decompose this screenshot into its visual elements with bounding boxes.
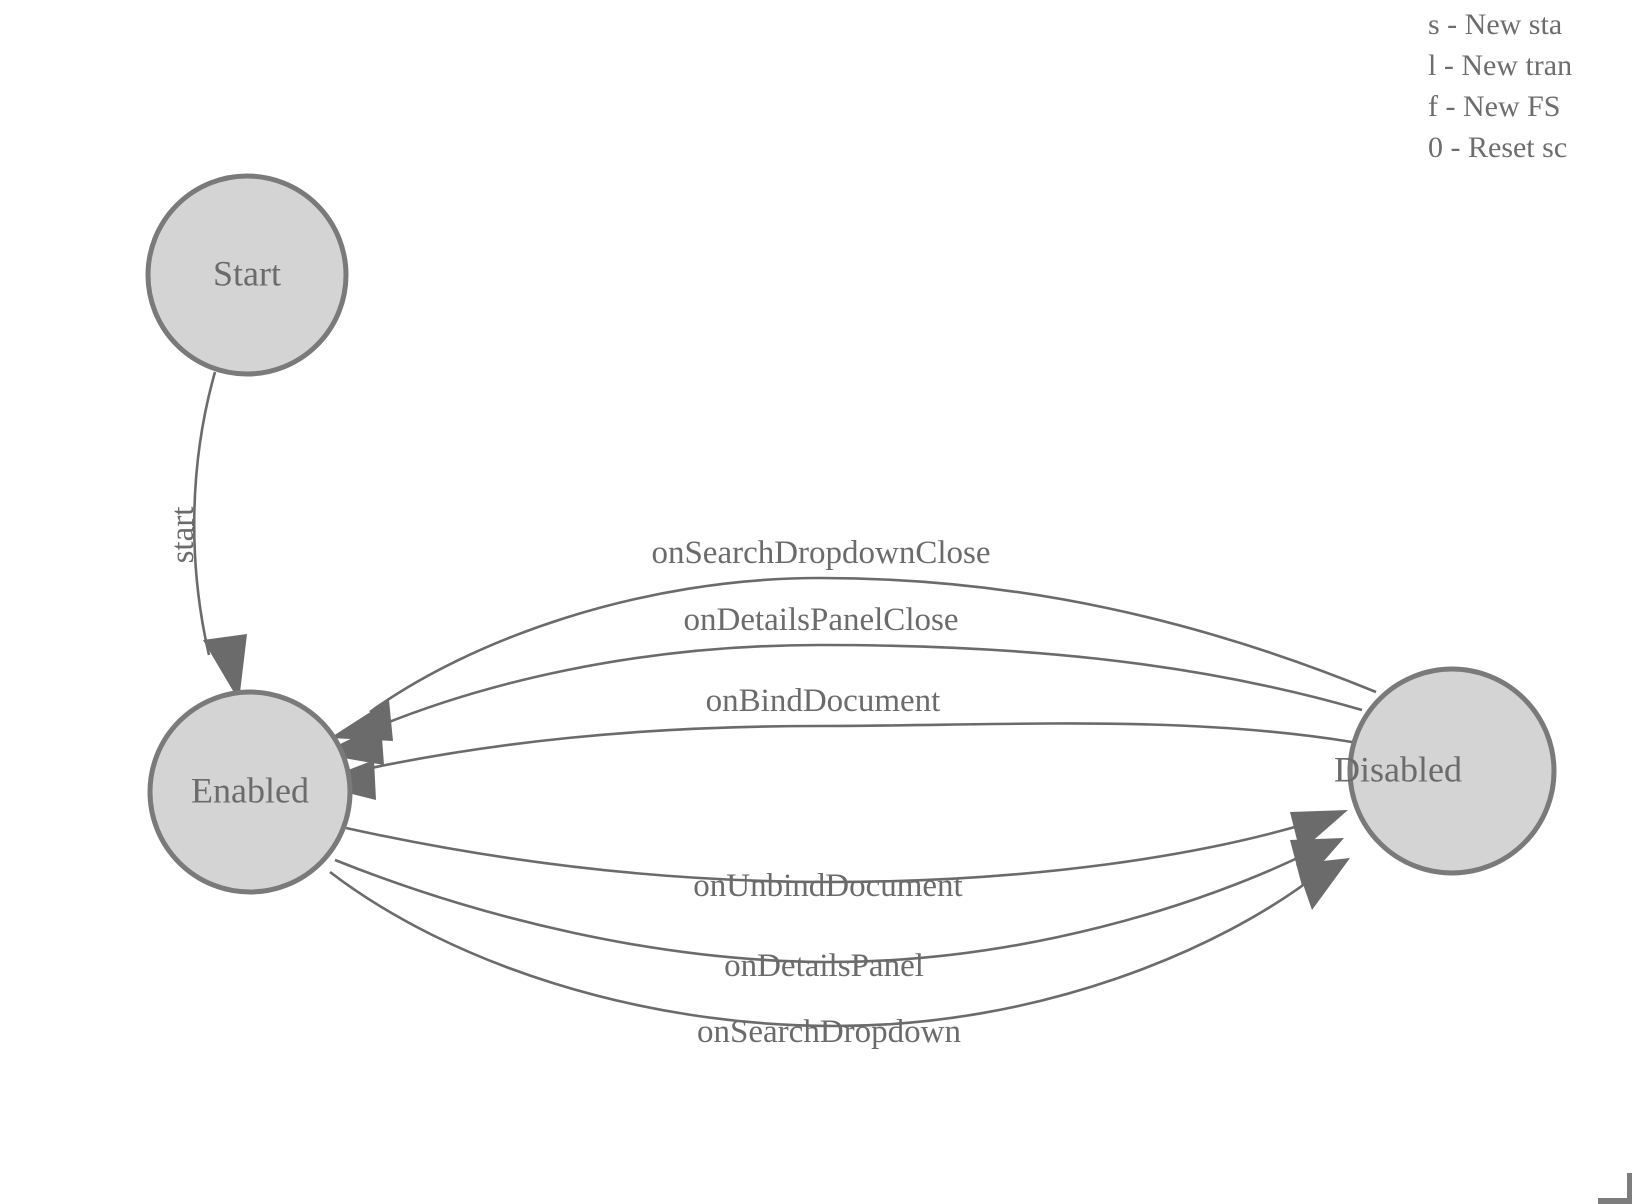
node-disabled-circle [1347, 666, 1557, 876]
help-line-reset: 0 - Reset sc [1428, 131, 1568, 164]
edge-onbinddocument[interactable]: onBindDocument [312, 683, 1353, 800]
edge-label-onbinddocument: onBindDocument [706, 683, 941, 719]
edge-ondetailspanelclose[interactable]: onDetailsPanelClose [320, 602, 1363, 765]
node-disabled-label: Disabled [1334, 749, 1462, 789]
edge-start[interactable]: start [165, 371, 247, 701]
edge-label-ondetailspanel: onDetailsPanel [724, 948, 924, 984]
edge-path-onsearchdropdown [329, 870, 1319, 1028]
edge-path-onsearchdropdownclose [369, 576, 1377, 714]
node-enabled-circle [147, 689, 353, 895]
edge-label-onsearchdropdownclose: onSearchDropdownClose [651, 535, 990, 571]
edge-path-ondetailspanel [334, 850, 1311, 964]
node-start[interactable]: Start [145, 173, 349, 377]
node-start-circle [145, 173, 349, 377]
edge-path-start [192, 371, 217, 656]
help-legend: s - New sta l - New tran f - New FS 0 - … [1428, 0, 1632, 168]
edge-label-start: start [165, 507, 201, 564]
node-disabled[interactable]: Disabled [1334, 666, 1557, 876]
arrowhead-start [203, 634, 247, 701]
edge-path-ondetailspanelclose [359, 643, 1363, 736]
edge-label-onsearchdropdown: onSearchDropdown [697, 1014, 961, 1050]
edge-path-onunbinddocument [345, 820, 1313, 884]
horizontal-scrollbar-thumb[interactable] [1598, 1198, 1632, 1204]
help-line-new-fsm: f - New FS [1428, 90, 1561, 123]
edge-label-onunbinddocument: onUnbindDocument [693, 868, 962, 904]
node-enabled[interactable]: Enabled [147, 689, 353, 895]
edge-onsearchdropdown[interactable]: onSearchDropdown [329, 858, 1350, 1050]
vertical-scrollbar-thumb[interactable] [1627, 1173, 1632, 1204]
scrollbar-corner[interactable] [1598, 1173, 1632, 1204]
help-line-new-transition: l - New tran [1428, 49, 1573, 82]
edge-path-onbinddocument [351, 722, 1353, 774]
edge-label-ondetailspanelclose: onDetailsPanelClose [684, 602, 959, 638]
edge-ondetailspanel[interactable]: onDetailsPanel [334, 838, 1344, 984]
node-enabled-label: Enabled [191, 770, 309, 810]
help-line-new-state: s - New sta [1428, 8, 1563, 41]
node-start-label: Start [213, 253, 281, 293]
arrowhead-onsearchdropdown [1296, 858, 1350, 910]
edge-onunbinddocument[interactable]: onUnbindDocument [345, 810, 1348, 904]
